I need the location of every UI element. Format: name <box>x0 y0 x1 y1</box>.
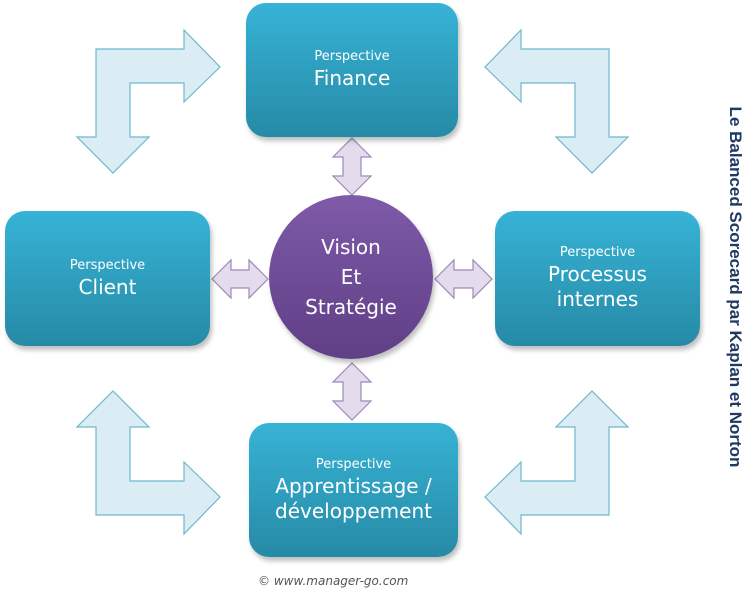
bent-arrow-top-right <box>484 28 630 174</box>
center-line2: Et <box>340 265 362 289</box>
perspective-name-line1: Processus <box>548 262 647 286</box>
perspective-finance-box: Perspective Finance <box>246 3 458 137</box>
vision-strategie-circle: Vision Et Stratégie <box>269 195 433 359</box>
perspective-apprentissage-box: Perspective Apprentissage / développemen… <box>249 423 458 557</box>
bent-arrow-bottom-left <box>75 390 221 536</box>
bent-arrow-top-left <box>75 28 221 174</box>
double-arrow-client <box>211 258 269 300</box>
perspective-label: Perspective <box>559 245 636 260</box>
perspective-label: Perspective <box>314 49 390 64</box>
perspective-label: Perspective <box>69 257 146 273</box>
perspective-client-box: Perspective Client <box>5 211 210 346</box>
center-line3: Stratégie <box>305 295 397 319</box>
perspective-name-line2: développement <box>275 498 432 523</box>
perspective-name-line2: internes <box>556 287 639 311</box>
bent-arrow-bottom-right <box>484 390 630 536</box>
perspective-name: Finance <box>313 66 391 90</box>
diagram-title: Le Balanced Scorecard par Kaplan et Nort… <box>726 106 745 468</box>
perspective-label: Perspective <box>315 456 392 472</box>
double-arrow-finance <box>331 137 373 196</box>
perspective-name-line1: Apprentissage / <box>275 473 432 498</box>
perspective-name: Client <box>78 274 137 299</box>
copyright-text: © www.manager-go.com <box>258 574 409 588</box>
center-line1: Vision <box>321 235 381 259</box>
double-arrow-processus <box>434 258 493 300</box>
double-arrow-apprentissage <box>331 362 373 421</box>
perspective-processus-box: Perspective Processus internes <box>495 211 700 346</box>
